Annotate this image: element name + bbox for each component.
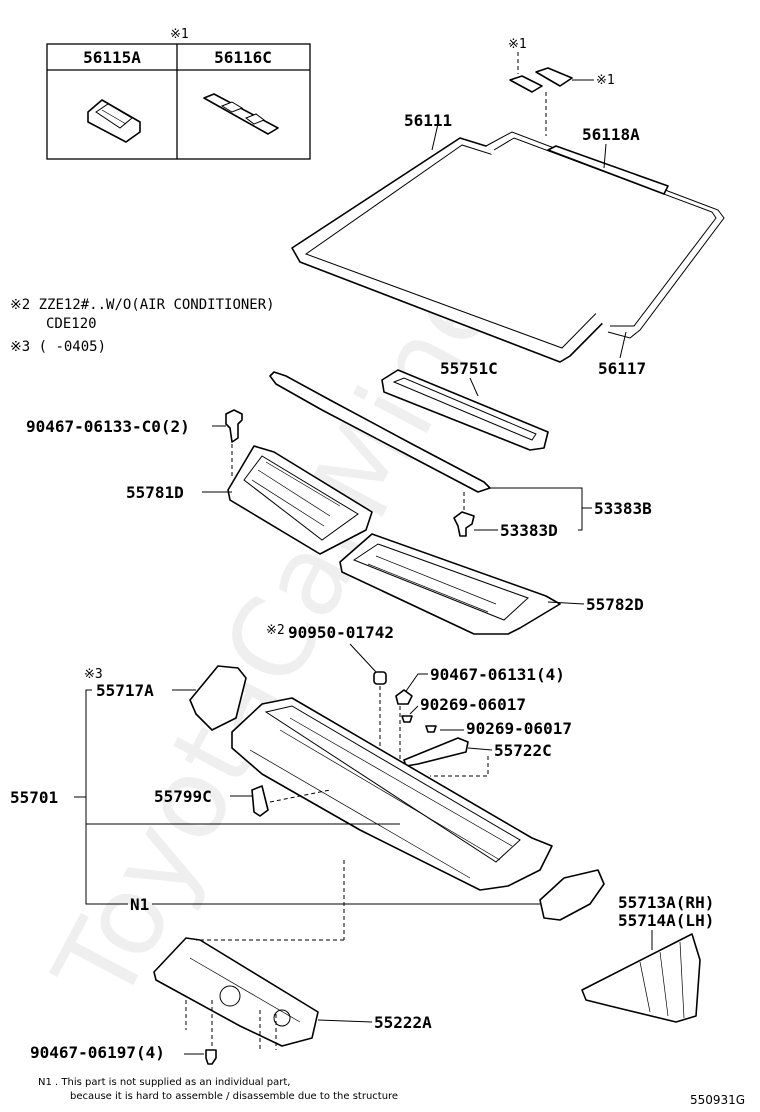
label-56117: 56117: [598, 359, 646, 378]
cowl-panel-55701-drawing: [231, 697, 553, 891]
label-56118A: 56118A: [582, 125, 640, 144]
label-55714A: 55714A(LH): [618, 911, 714, 930]
inset-header-56115A: 56115A: [83, 48, 141, 67]
footnote-line1: N1 . This part is not supplied as an ind…: [38, 1077, 290, 1088]
mark-3: ※3: [84, 667, 103, 682]
label-55722C: 55722C: [494, 741, 552, 760]
note-2-line2: CDE120: [46, 316, 97, 332]
label-90950-01742: 90950-01742: [288, 623, 394, 642]
bracket-55722C-drawing: [403, 737, 469, 767]
clip-90467-06131-drawing: [395, 689, 413, 705]
note-3: ※3 ( -0405): [10, 339, 106, 355]
label-55713A: 55713A(RH): [618, 893, 714, 912]
clip-pair-top-drawing: [509, 67, 573, 93]
bracket-55717A-drawing: [189, 665, 247, 731]
clip-56116C-drawing: [203, 93, 279, 135]
label-56111: 56111: [404, 111, 452, 130]
label-N1: N1: [130, 895, 149, 914]
side-panel-55713A-drawing: [581, 933, 701, 1023]
label-90467-06131: 90467-06131(4): [430, 665, 565, 684]
label-55717A: 55717A: [96, 681, 154, 700]
screw-90269-b-drawing: [425, 725, 437, 733]
label-55222A: 55222A: [374, 1013, 432, 1032]
clip-90467-06133-drawing: [225, 409, 243, 443]
dam-56118A-drawing: [547, 145, 669, 195]
label-53383B: 53383B: [594, 499, 652, 518]
label-90467-06133: 90467-06133-C0(2): [26, 417, 190, 436]
bracket-55713A-drawing: [539, 869, 605, 921]
note-2-line1: ※2 ZZE12#..W/O(AIR CONDITIONER): [10, 297, 275, 313]
clip-56115A-drawing: [87, 99, 141, 143]
label-90269-06017-b: 90269-06017: [466, 719, 572, 738]
clip-53383D-drawing: [453, 511, 475, 537]
mark-1a: ※1: [508, 37, 527, 52]
inset-box: ※1 56115A 56116C: [46, 27, 311, 160]
inset-mark: ※1: [170, 27, 189, 42]
seal-55751C-drawing: [381, 369, 549, 451]
label-55782D: 55782D: [586, 595, 644, 614]
footnote-line2: because it is hard to assemble / disasse…: [70, 1091, 398, 1102]
clip-90467-06197-drawing: [205, 1049, 217, 1065]
label-55701: 55701: [10, 788, 58, 807]
label-90467-06197: 90467-06197(4): [30, 1043, 165, 1062]
plug-90950-drawing: [373, 671, 387, 685]
figure-id: 550931G: [690, 1093, 745, 1107]
weatherstrip-53383B-drawing: [269, 371, 491, 493]
label-55751C: 55751C: [440, 359, 498, 378]
inset-header-56116C: 56116C: [214, 48, 272, 67]
cowl-louver-55781D-drawing: [227, 445, 373, 555]
label-53383D: 53383D: [500, 521, 558, 540]
windshield-molding-drawing: [485, 131, 725, 339]
cowl-louver-55782D-drawing: [339, 533, 561, 635]
label-55799C: 55799C: [154, 787, 212, 806]
mark-1b: ※1: [596, 73, 615, 88]
cowl-inner-55222A-drawing: [153, 937, 319, 1047]
label-55781D: 55781D: [126, 483, 184, 502]
label-90269-06017-a: 90269-06017: [420, 695, 526, 714]
screw-90269-a-drawing: [401, 715, 413, 723]
mark-2: ※2: [266, 623, 285, 638]
bracket-55799C-drawing: [251, 785, 269, 817]
